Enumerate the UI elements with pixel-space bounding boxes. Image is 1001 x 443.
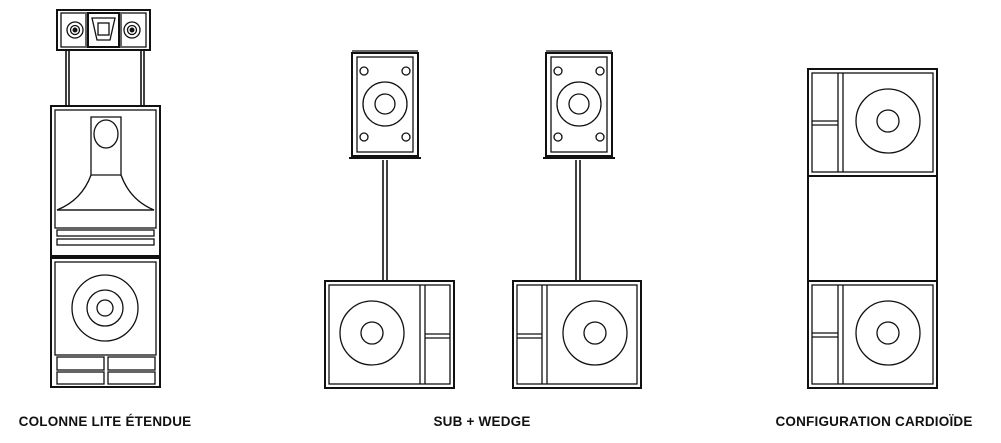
right-wedge-speaker — [543, 50, 615, 159]
cardioid-middle-cabinet — [807, 175, 938, 282]
caption-colonne-lite-etendue: COLONNE LITE ÉTENDUE — [18, 414, 192, 429]
cardioid-stack — [807, 68, 938, 389]
caption-sub-wedge: SUB + WEDGE — [433, 414, 531, 429]
right-sub-speaker — [512, 280, 642, 389]
colonne-lite-etendue-stack — [50, 9, 161, 388]
sub-cabinet — [50, 257, 161, 388]
left-sub-speaker — [324, 280, 455, 389]
cardioid-top-sub — [807, 68, 938, 177]
top-array-speaker — [56, 9, 151, 51]
caption-configuration-cardioide: CONFIGURATION CARDIOÏDE — [775, 414, 973, 429]
left-wedge-speaker — [349, 50, 421, 159]
cardioid-bottom-sub — [807, 280, 938, 389]
horn-cabinet — [50, 105, 161, 257]
